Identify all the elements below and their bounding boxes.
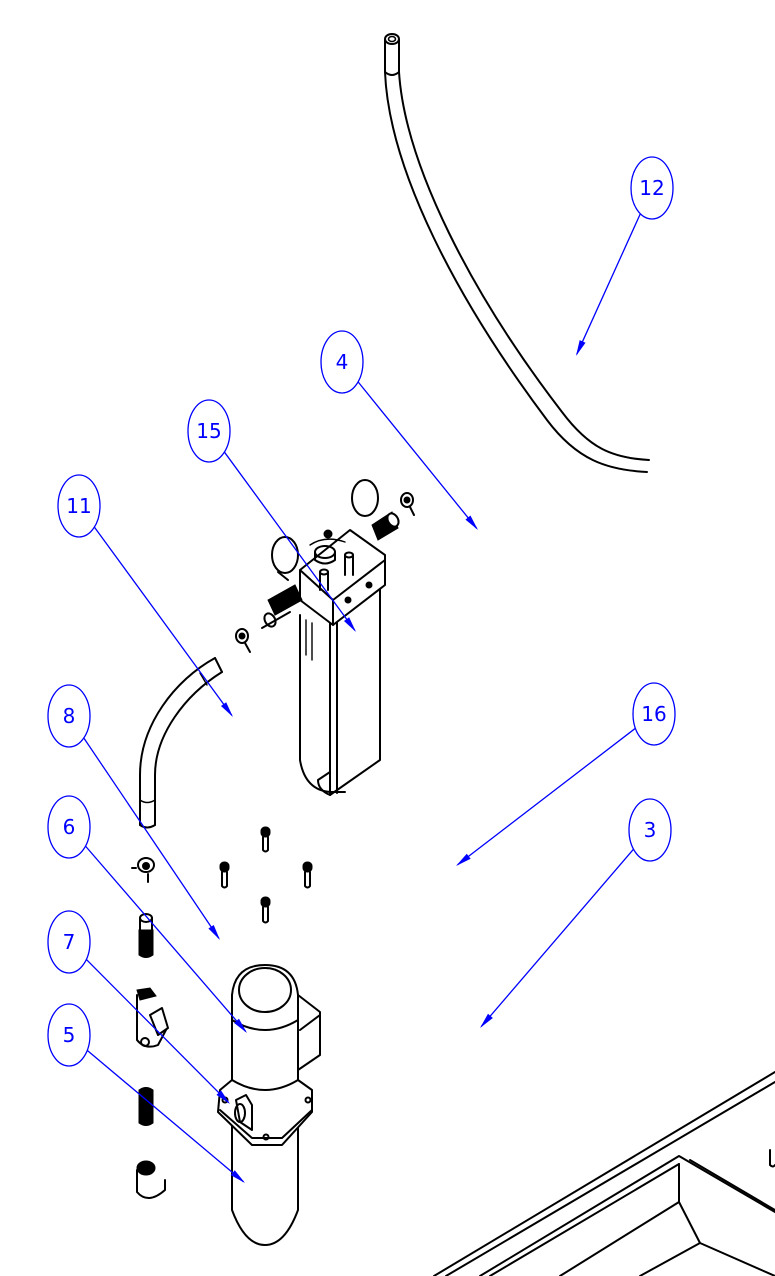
balloon-circle	[320, 330, 364, 394]
end-cap-5	[136, 1160, 166, 1199]
base-frame	[433, 1071, 775, 1276]
arrowhead-icon	[230, 1170, 245, 1183]
filter-housing-assembly	[261, 479, 400, 796]
balloon-16: 16	[456, 682, 676, 866]
balloon-6: 6	[47, 795, 247, 1033]
balloon-8: 8	[47, 684, 220, 940]
balloon-7: 7	[47, 910, 230, 1104]
arrowhead-icon	[456, 853, 471, 866]
arrowhead-icon	[480, 1013, 493, 1028]
balloon-12: 12	[576, 156, 674, 356]
hose-clamp-15	[235, 628, 251, 653]
arrowhead-icon	[234, 1018, 247, 1033]
balloon-label: 16	[641, 702, 666, 726]
balloon-label: 3	[644, 818, 657, 842]
cap-screws	[219, 826, 313, 924]
balloon-circle	[187, 399, 231, 463]
leader-line	[83, 737, 220, 939]
hose-barb-fitting-8	[138, 913, 154, 958]
callouts: 12 4 15 11 8 16 6 3 7 5	[47, 156, 676, 1183]
leader-line	[576, 213, 641, 355]
balloon-5: 5	[47, 1003, 245, 1183]
balloon-label: 11	[66, 494, 91, 518]
balloon-circle	[628, 798, 672, 862]
balloon-4: 4	[320, 330, 478, 530]
arrowhead-icon	[208, 924, 220, 940]
lower-hose	[139, 657, 223, 829]
cap-screw	[302, 861, 313, 889]
balloon-label: 12	[639, 176, 664, 200]
leader-line	[357, 381, 478, 529]
leader-line	[85, 959, 230, 1104]
hose-12	[384, 33, 650, 473]
balloon-circle	[47, 795, 91, 859]
balloon-circle	[47, 1003, 91, 1067]
elbow-fitting-6	[136, 987, 169, 1048]
leader-line	[93, 526, 233, 716]
arrowhead-icon	[576, 340, 586, 356]
arrowhead-icon	[220, 702, 233, 717]
cap-screw	[260, 896, 271, 924]
arrowhead-icon	[343, 617, 356, 632]
balloon-circle	[47, 910, 91, 974]
balloon-3: 3	[480, 798, 672, 1028]
balloon-label: 8	[63, 704, 76, 728]
balloon-label: 4	[336, 350, 349, 374]
balloon-label: 6	[63, 815, 76, 839]
pump-motor	[217, 964, 321, 1246]
cap-screw	[260, 826, 271, 853]
leader-line	[480, 848, 635, 1027]
balloon-circle	[632, 682, 676, 746]
arrowhead-icon	[465, 515, 478, 530]
balloon-circle	[47, 684, 91, 748]
leader-line	[223, 451, 356, 631]
arrowhead-icon	[216, 1090, 230, 1104]
leader-line	[457, 727, 636, 866]
balloon-label: 5	[63, 1023, 76, 1047]
balloon-circle	[57, 474, 101, 538]
clamp-lower	[131, 857, 155, 883]
hose-clamp-right	[400, 492, 415, 516]
balloon-11: 11	[57, 474, 233, 717]
leader-line	[86, 1049, 244, 1183]
balloon-circle	[630, 156, 674, 220]
balloon-label: 15	[196, 419, 221, 443]
cap-screw	[219, 861, 230, 889]
balloon-label: 7	[63, 930, 76, 954]
leader-line	[85, 845, 247, 1032]
balloon-15: 15	[187, 399, 356, 632]
hex-nipple-7	[138, 1087, 154, 1126]
